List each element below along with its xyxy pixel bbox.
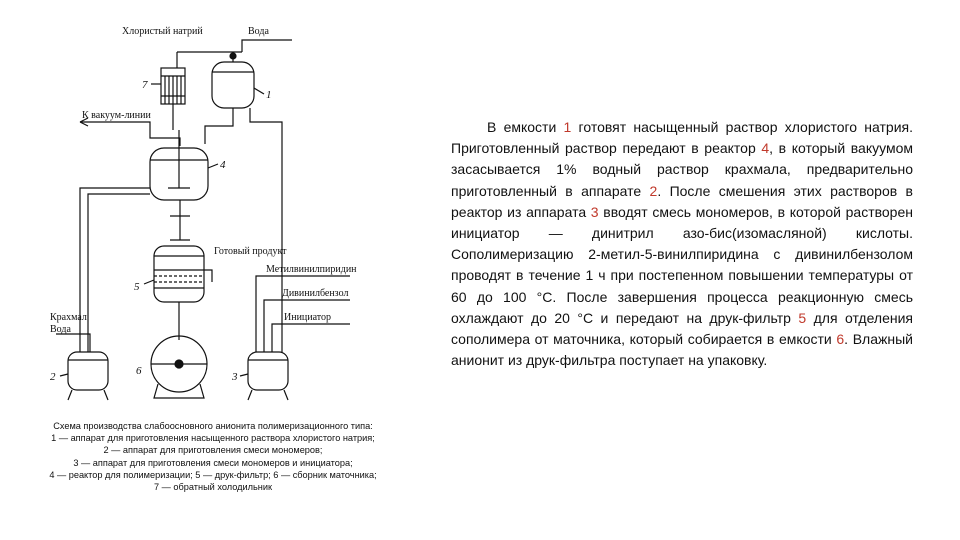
label-sodium-chloride: Хлористый натрий xyxy=(122,26,203,37)
highlight-number-3: 3 xyxy=(590,203,599,220)
apparatus-3-initiator-vessel xyxy=(247,351,289,401)
highlight-number-1: 1 xyxy=(563,119,572,135)
caption-line: 3 — аппарат для приготовления смеси моно… xyxy=(73,457,353,468)
apparatus-1-nacl-vessel xyxy=(211,52,255,109)
highlight-number-2: 2 xyxy=(649,182,658,199)
apparatus-number-2: 2 xyxy=(50,371,56,383)
figure-caption: Схема производства слабоосновного аниони… xyxy=(8,420,418,493)
caption-line: Схема производства слабоосновного аниони… xyxy=(53,421,373,431)
label-divinylbenzene: Дивинилбензол xyxy=(282,288,348,299)
apparatus-number-4: 4 xyxy=(220,159,226,171)
highlight-number-5: 5 xyxy=(798,309,807,326)
label-initiator: Инициатор xyxy=(284,312,331,323)
caption-line: 4 — реактор для полимеризации; 5 — друк-… xyxy=(49,469,377,480)
description-text: В емкости xyxy=(487,119,564,135)
vacuum-line xyxy=(80,121,181,146)
apparatus-7-reflux-condenser xyxy=(160,67,186,130)
process-description: В емкости 1 готовят насыщенный раствор х… xyxy=(451,117,913,371)
description-text: . После смешения этих растворов в реакто… xyxy=(451,182,913,220)
description-text: для отделения сополимера от маточника, к… xyxy=(451,309,913,348)
label-water-top: Вода xyxy=(248,26,269,37)
apparatus-number-1: 1 xyxy=(266,89,272,101)
label-methylvinylpyridine: Метилвинилпиридин xyxy=(266,264,357,275)
caption-line: 2 — аппарат для приготовления смеси моно… xyxy=(103,445,323,456)
apparatus-6-mother-liquor-collector xyxy=(150,335,208,399)
process-flow-diagram: Хлористый натрий Вода К вакуум-линии Гот… xyxy=(50,26,357,401)
description-text: . Влажный анионит из друк-фильтра поступ… xyxy=(451,331,913,369)
apparatus-number-6: 6 xyxy=(136,365,142,377)
label-to-vacuum-line: К вакуум-линии xyxy=(82,110,151,121)
label-water-left: Вода xyxy=(50,324,71,335)
apparatus-5-drum-filter xyxy=(153,239,205,303)
apparatus-number-5: 5 xyxy=(134,281,140,293)
apparatus-number-7: 7 xyxy=(142,79,148,91)
description-paragraph: В емкости 1 готовят насыщенный раствор х… xyxy=(451,117,913,371)
label-ready-product: Готовый продукт xyxy=(214,246,287,257)
description-text: готовят насыщенный раствор хлористого на… xyxy=(451,119,913,157)
apparatus-2-monomer-vessel xyxy=(56,333,109,401)
caption-line: 1 — аппарат для приготовления насыщенног… xyxy=(51,433,375,444)
apparatus-number-3: 3 xyxy=(231,371,238,383)
description-text: вводят смесь мономеров, в которой раство… xyxy=(451,203,913,326)
apparatus-4-reactor xyxy=(149,130,209,217)
caption-line: 7 — обратный холодильник xyxy=(154,482,272,493)
highlight-number-4: 4 xyxy=(761,140,770,157)
label-starch: Крахмал xyxy=(50,312,87,323)
highlight-number-6: 6 xyxy=(836,331,845,348)
water-feed-line xyxy=(241,39,292,52)
description-text: , в который вакуумом засасывается 1% вод… xyxy=(451,140,913,199)
